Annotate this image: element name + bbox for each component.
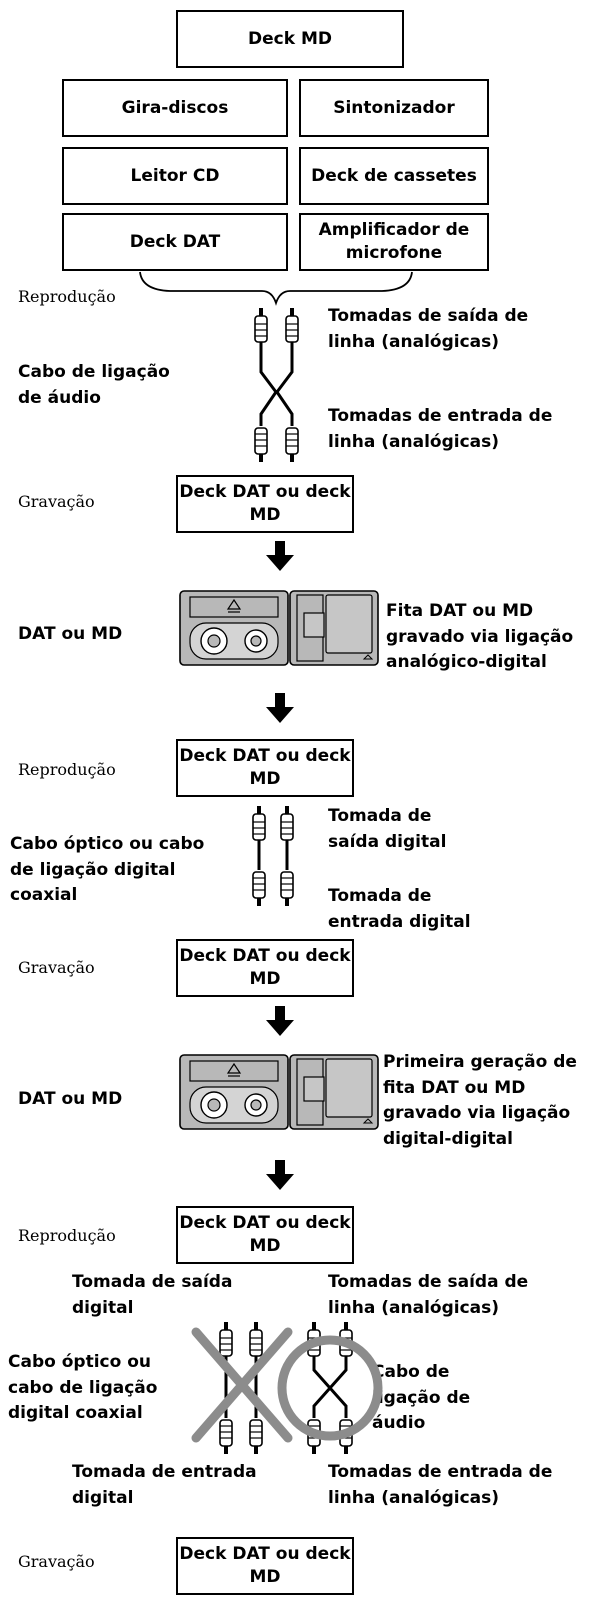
label-gravacao-2: Gravação (18, 958, 95, 977)
label-digital-out-2: Tomada de saída digital (328, 806, 447, 852)
label-analog-out-3: Tomadas de saída de linha (analógicas) (328, 1272, 529, 1318)
box-sintonizador: Sintonizador (299, 79, 489, 137)
label-line-input-1: Tomadas de entrada de linha (analógicas) (328, 406, 553, 452)
label-audio-cable-3: Cabo de ligação de áudio (372, 1362, 471, 1433)
label-media-caption-1: Fita DAT ou MD gravado via ligação analó… (386, 601, 574, 672)
label-gravacao-1: Gravação (18, 492, 95, 511)
arrow-1 (266, 541, 294, 571)
label-media-2: DAT ou MD (18, 1089, 123, 1109)
label-digital-out-3: Tomada de saída digital (72, 1272, 233, 1318)
arrow-3 (266, 1006, 294, 1036)
label-reproducao-1: Reprodução (18, 287, 116, 306)
analog-cable-1 (254, 307, 299, 463)
media-2 (179, 1054, 379, 1130)
label-gravacao-3: Gravação (18, 1552, 95, 1571)
label-optical-cable-2: Cabo óptico ou cabo de ligação digital c… (10, 834, 205, 905)
box-record-3: Deck DAT ou deck MD (176, 1537, 354, 1595)
label-reproducao-3: Reprodução (18, 1226, 116, 1245)
label-reproducao-2: Reprodução (18, 760, 116, 779)
circle-mark (277, 1335, 383, 1441)
box-record-2: Deck DAT ou deck MD (176, 939, 354, 997)
label-digital-in-3: Tomada de entrada digital (72, 1462, 257, 1508)
label-media-1: DAT ou MD (18, 624, 123, 644)
label-optical-cable-3: Cabo óptico ou cabo de ligação digital c… (8, 1352, 158, 1423)
box-play-2: Deck DAT ou deck MD (176, 739, 354, 797)
box-deck-cassetes: Deck de cassetes (299, 147, 489, 205)
label-media-caption-2: Primeira geração de fita DAT ou MD grava… (383, 1052, 577, 1149)
digital-cable-2 (252, 805, 294, 907)
analog-cable-3 (307, 1321, 353, 1455)
label-audio-cable-1: Cabo de ligação de áudio (18, 362, 170, 408)
arrow-4 (266, 1160, 294, 1190)
box-play-3: Deck DAT ou deck MD (176, 1206, 354, 1264)
box-gira-discos: Gira-discos (62, 79, 288, 137)
box-leitor-cd: Leitor CD (62, 147, 288, 205)
arrow-2 (266, 693, 294, 723)
box-deck-md: Deck MD (176, 10, 404, 68)
brace (139, 271, 413, 306)
media-1 (179, 590, 379, 666)
cross-mark (191, 1327, 293, 1443)
box-deck-dat: Deck DAT (62, 213, 288, 271)
label-analog-in-3: Tomadas de entrada de linha (analógicas) (328, 1462, 553, 1508)
label-line-output-1: Tomadas de saída de linha (analógicas) (328, 306, 529, 352)
label-digital-in-2: Tomada de entrada digital (328, 886, 471, 932)
box-record-1: Deck DAT ou deck MD (176, 475, 354, 533)
box-amplificador: Amplificador de microfone (299, 213, 489, 271)
